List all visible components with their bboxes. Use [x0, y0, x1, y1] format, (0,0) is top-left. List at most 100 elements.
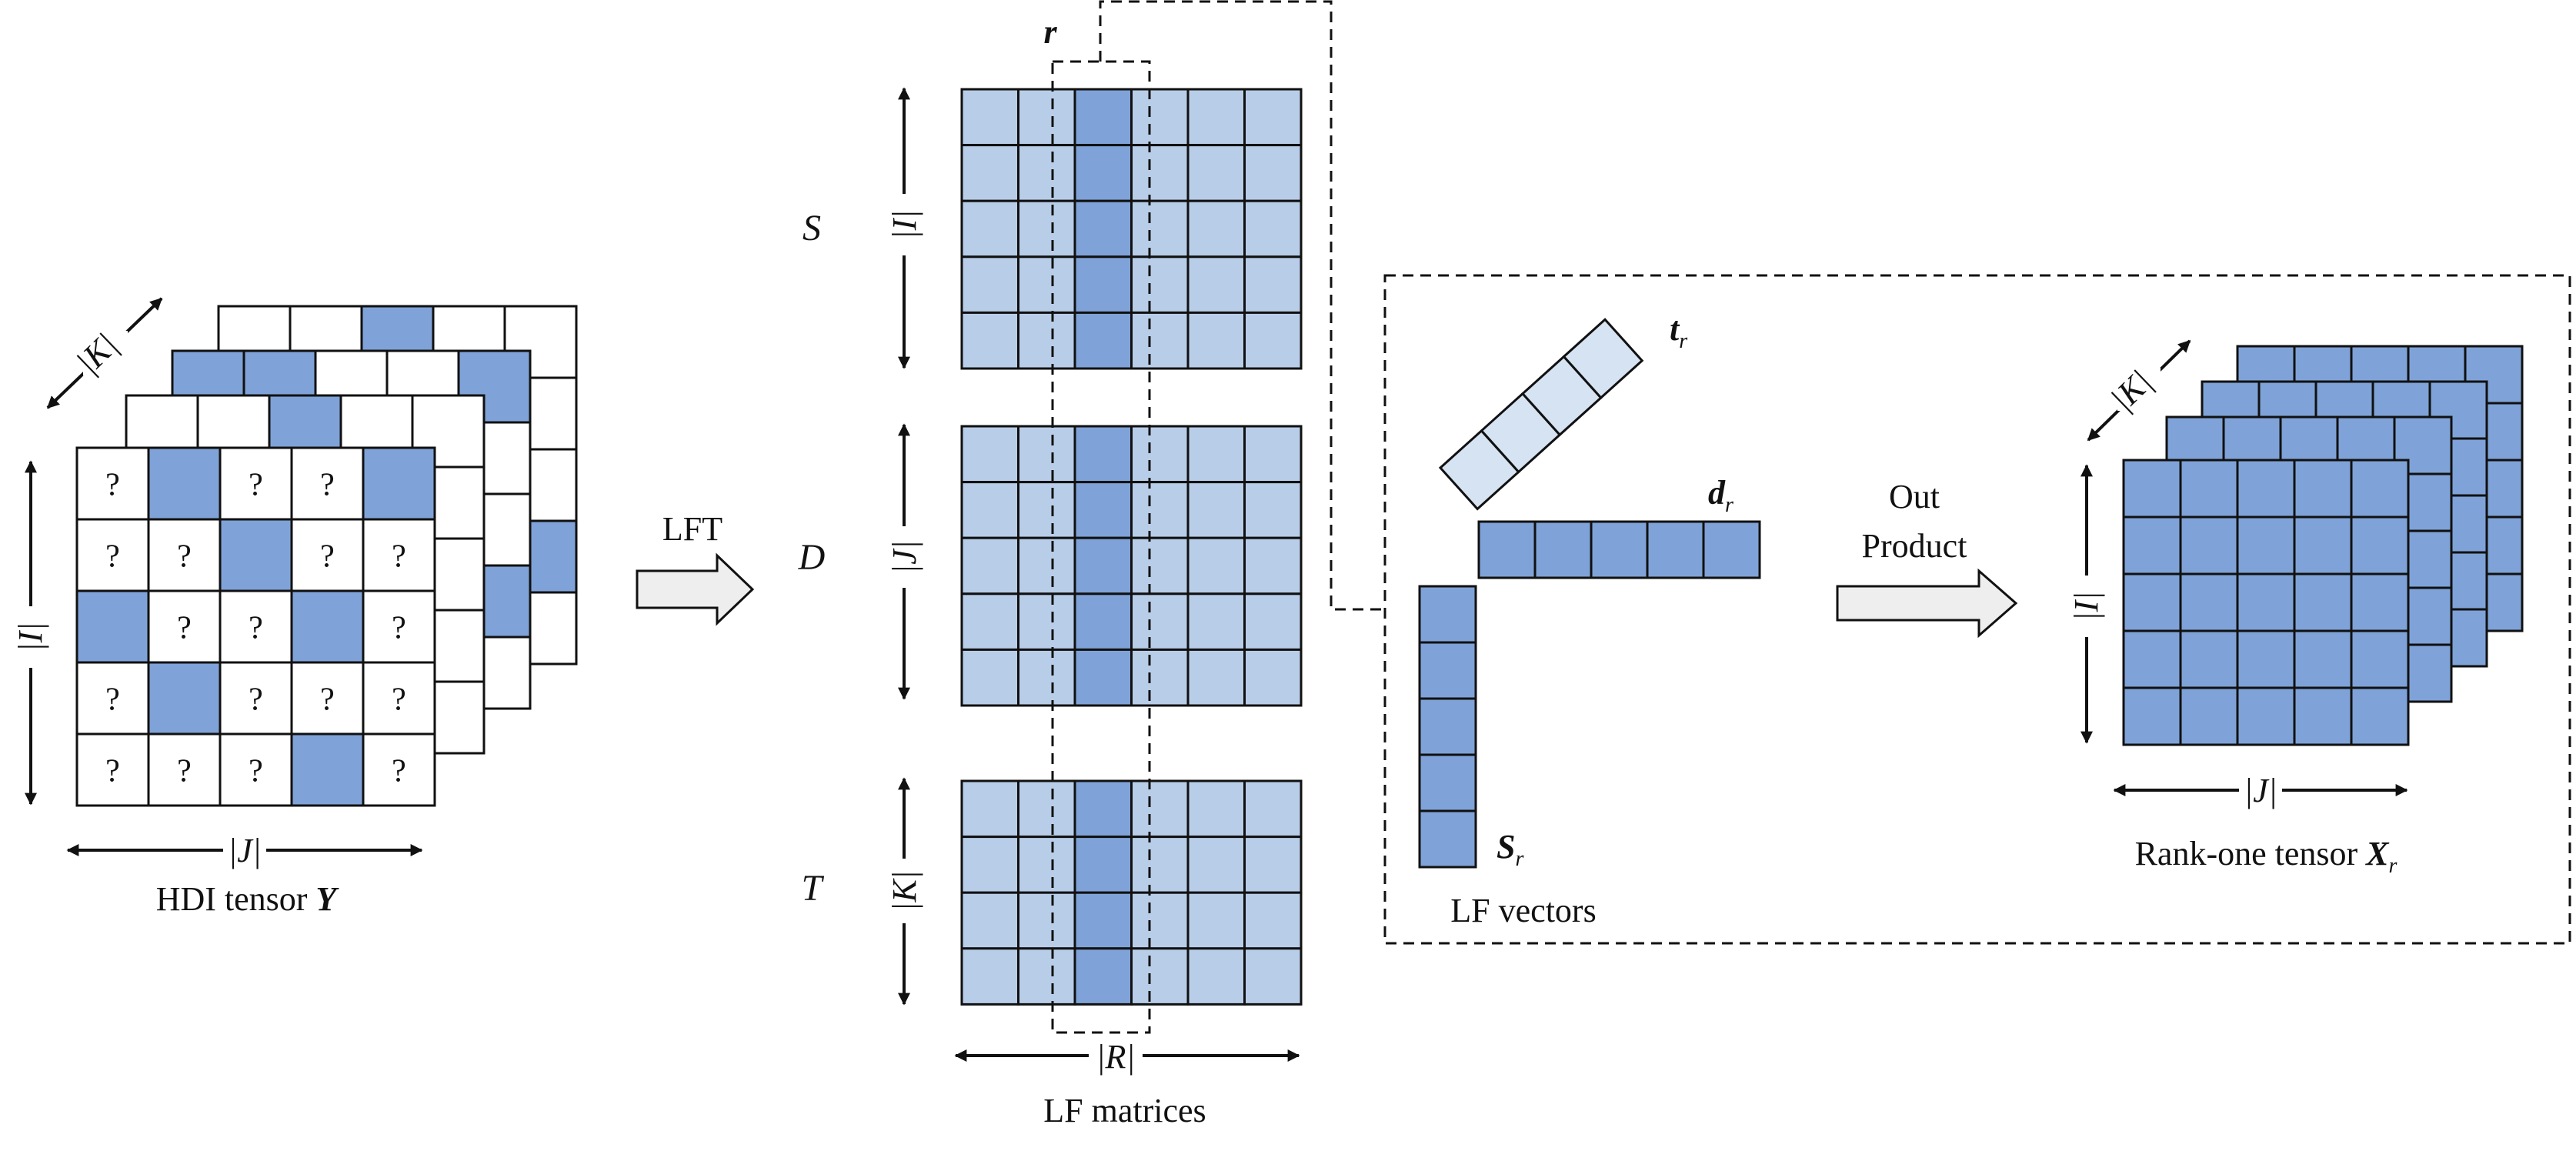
- grid-cell: [2236, 572, 2296, 632]
- grid-cell: [1130, 947, 1190, 1006]
- grid-cell: [147, 661, 222, 736]
- rank-one-dim-i-label: |I|: [2067, 592, 2105, 622]
- vector-s-label: Sr: [1497, 828, 1523, 871]
- matrix-d-dim: |J|: [886, 540, 923, 574]
- grid-cell: [147, 446, 222, 521]
- grid-cell: [1073, 779, 1133, 839]
- grid-cell: [960, 947, 1019, 1006]
- outer-product-panel: [1383, 274, 2571, 945]
- grid-cell: [1130, 255, 1190, 314]
- lf-matrices: r S D T |I| |J| |K| |R| LF matrices: [798, 0, 1385, 1129]
- grid-cell: [362, 661, 436, 736]
- grid-cell: [2293, 572, 2353, 632]
- grid-cell: [2236, 515, 2296, 576]
- grid-cell: [2179, 515, 2239, 576]
- lft-label: LFT: [662, 510, 722, 548]
- rank-one-caption: Rank-one tensor Xr: [2135, 835, 2397, 878]
- grid-cell: [1073, 481, 1133, 539]
- lf-matrices-caption: LF matrices: [1043, 1092, 1206, 1129]
- matrix-s-dim: |I|: [886, 210, 923, 240]
- grid-cell: [1130, 891, 1190, 950]
- out-product-arrow: [1836, 568, 2018, 639]
- vector-s: [1418, 585, 1477, 869]
- grid-cell: [1243, 481, 1303, 539]
- grid-cell: [1562, 318, 1644, 400]
- grid-cell: [1073, 311, 1133, 370]
- vector-d-label: dr: [1708, 474, 1733, 517]
- grid-cell: [1418, 753, 1477, 812]
- grid-cell: [290, 518, 365, 592]
- grid-cell: [1186, 592, 1246, 651]
- grid-cell: [1243, 311, 1303, 370]
- matrix-t-grid: [960, 779, 1303, 1006]
- grid-cell: [1130, 425, 1190, 484]
- grid-cell: [2350, 459, 2410, 519]
- grid-cell: [1590, 520, 1649, 579]
- grid-cell: [2293, 515, 2353, 576]
- grid-cell: [960, 481, 1019, 539]
- grid-cell: [1418, 641, 1477, 700]
- grid-cell: [2293, 629, 2353, 689]
- grid-cell: [1017, 144, 1076, 202]
- grid-cell: [1186, 648, 1246, 707]
- grid-cell: [1243, 88, 1303, 147]
- grid-cell: [362, 589, 436, 664]
- grid-cell: [1186, 255, 1246, 314]
- hdi-caption: HDI tensor Y: [156, 880, 340, 918]
- grid-cell: [1243, 836, 1303, 894]
- grid-cell: [219, 661, 293, 736]
- grid-cell: [1017, 425, 1076, 484]
- grid-cell: [362, 732, 436, 807]
- grid-cell: [2122, 572, 2182, 632]
- vector-t-label: tr: [1670, 310, 1687, 353]
- grid-cell: [1186, 199, 1246, 259]
- grid-cell: [1017, 199, 1076, 259]
- grid-cell: [2179, 629, 2239, 689]
- unknown-entry: ?: [105, 468, 120, 503]
- grid-cell: [2122, 459, 2182, 519]
- grid-cell: [960, 199, 1019, 259]
- grid-cell: [1073, 592, 1133, 651]
- rank-one-front-slice: [2122, 459, 2410, 746]
- hdi-dim-j-label: |J|: [228, 832, 262, 869]
- grid-cell: [960, 779, 1019, 839]
- lft-step: LFT: [636, 510, 755, 626]
- grid-cell: [960, 891, 1019, 950]
- grid-cell: [960, 648, 1019, 707]
- grid-cell: [362, 446, 436, 521]
- grid-cell: [1186, 779, 1246, 839]
- rank-one-slices: [2122, 345, 2524, 746]
- grid-cell: [1130, 779, 1190, 839]
- out-product-step: Out Product: [1836, 478, 2018, 639]
- grid-cell: [960, 592, 1019, 651]
- grid-cell: [2350, 629, 2410, 689]
- vector-d: [1477, 520, 1761, 579]
- unknown-entry: ?: [249, 682, 263, 718]
- grid-cell: [219, 732, 293, 807]
- grid-cell: [2236, 459, 2296, 519]
- grid-cell: [1418, 809, 1477, 869]
- grid-cell: [1017, 836, 1076, 894]
- r-column-highlight: [1051, 60, 1151, 1034]
- hdi-tensor: ?????????????????? |I| |K| |J| HDI tenso…: [12, 297, 578, 918]
- unknown-entry: ?: [392, 754, 406, 789]
- grid-cell: [75, 589, 150, 664]
- r-label: r: [1043, 13, 1057, 51]
- vector-t: [1438, 318, 1644, 511]
- grid-cell: [2236, 629, 2296, 689]
- grid-cell: [1243, 648, 1303, 707]
- unknown-entry: ?: [320, 468, 335, 503]
- grid-cell: [1073, 144, 1133, 202]
- grid-cell: [2179, 572, 2239, 632]
- grid-cell: [1243, 255, 1303, 314]
- grid-cell: [1418, 585, 1477, 644]
- hdi-dim-i-label: |I|: [12, 622, 49, 652]
- grid-cell: [1418, 697, 1477, 756]
- grid-cell: [1017, 891, 1076, 950]
- unknown-entry: ?: [105, 754, 120, 789]
- grid-cell: [2293, 686, 2353, 746]
- vector-s-cells: [1418, 585, 1477, 869]
- matrix-s-grid: [960, 88, 1303, 370]
- unknown-entry: ?: [105, 682, 120, 718]
